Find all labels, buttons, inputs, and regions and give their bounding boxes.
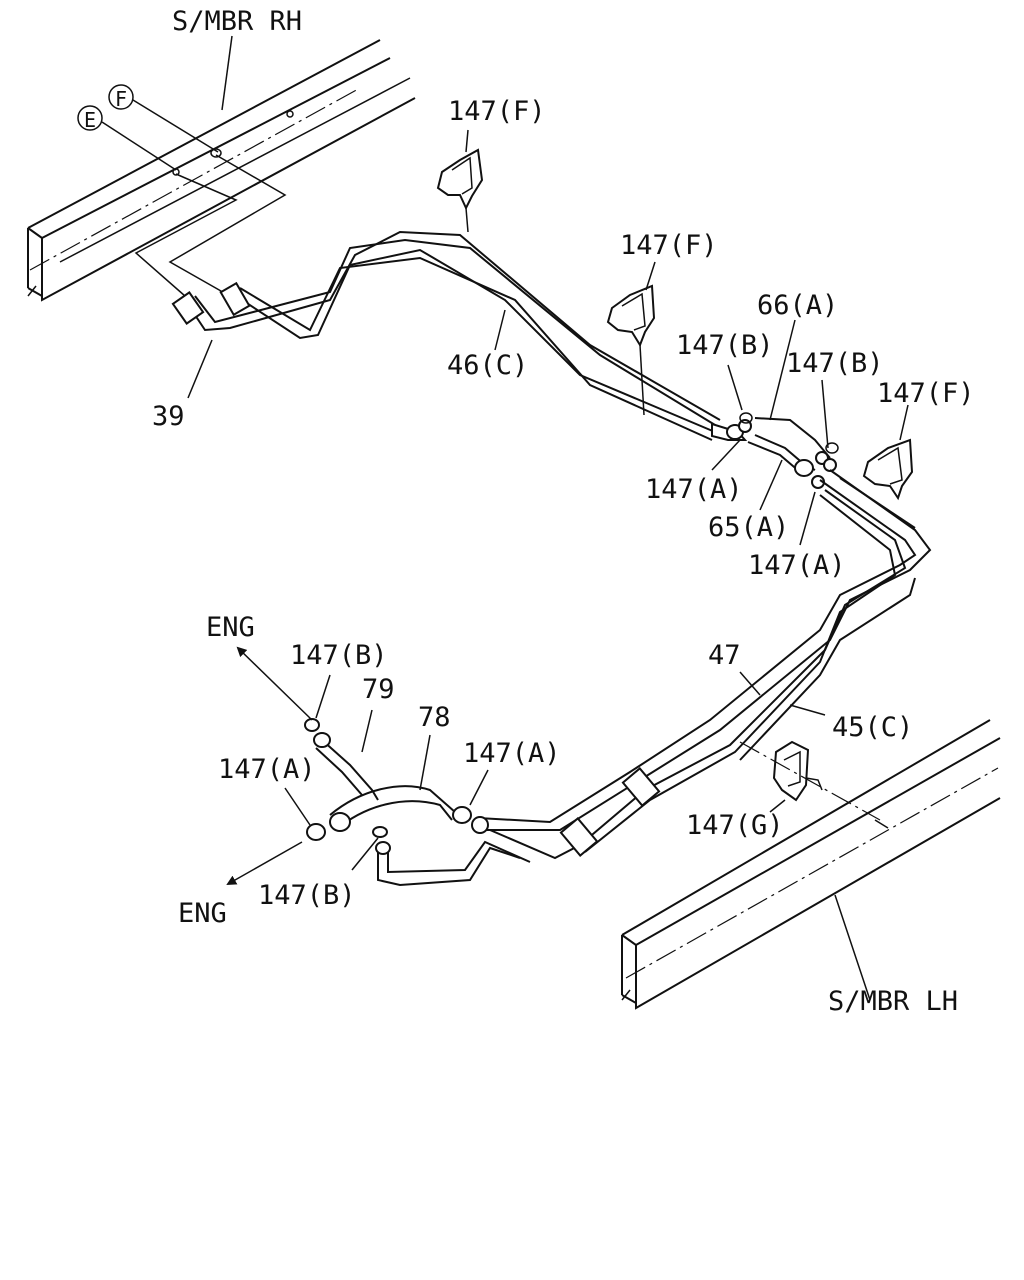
leader-lines	[187, 35, 909, 871]
callout-circle-f: F	[108, 84, 219, 153]
clip-147f-2	[606, 284, 656, 416]
clip-147f-1	[436, 148, 484, 233]
label-147a-2: 147(A)	[748, 550, 846, 581]
label-147f-1: 147(F)	[448, 96, 546, 127]
label-147a-4: 147(A)	[218, 754, 316, 785]
label-78: 78	[418, 702, 451, 733]
leader-smbr-lh	[834, 894, 871, 1001]
side-member-rh	[27, 39, 416, 302]
label-147b-1: 147(B)	[676, 330, 774, 361]
clip-147g	[772, 740, 823, 802]
label-eng-bottom: ENG	[178, 898, 227, 929]
label-65a: 65(A)	[708, 512, 789, 543]
eng-arrows	[226, 646, 313, 885]
svg-text:E: E	[84, 108, 96, 132]
label-66a: 66(A)	[757, 290, 838, 321]
label-46c: 46(C)	[447, 350, 528, 381]
tube-39-46c	[171, 230, 721, 441]
label-147a-3: 147(A)	[463, 738, 561, 769]
tube-47-45c	[477, 469, 932, 860]
label-147g: 147(G)	[686, 810, 784, 841]
hoses-78-79	[313, 732, 531, 887]
label-45c: 45(C)	[832, 712, 913, 743]
label-47: 47	[708, 640, 741, 671]
label-147b-4: 147(B)	[258, 880, 356, 911]
label-smbr-lh: S/MBR LH	[828, 986, 958, 1017]
label-147a-1: 147(A)	[645, 474, 743, 505]
label-smbr-rh: S/MBR RH	[172, 6, 302, 37]
callout-circle-e: E	[77, 105, 177, 171]
label-eng-top: ENG	[206, 612, 255, 643]
label-147b-2: 147(B)	[786, 348, 884, 379]
side-member-lh	[621, 719, 1001, 1010]
label-147b-3: 147(B)	[290, 640, 388, 671]
clamps	[304, 412, 839, 841]
label-147f-3: 147(F)	[877, 378, 975, 409]
label-79: 79	[362, 674, 395, 705]
label-147f-2: 147(F)	[620, 230, 718, 261]
bracket-frame	[134, 154, 287, 297]
label-39: 39	[152, 401, 185, 432]
svg-text:F: F	[115, 87, 127, 111]
clip-147f-3	[862, 438, 914, 501]
